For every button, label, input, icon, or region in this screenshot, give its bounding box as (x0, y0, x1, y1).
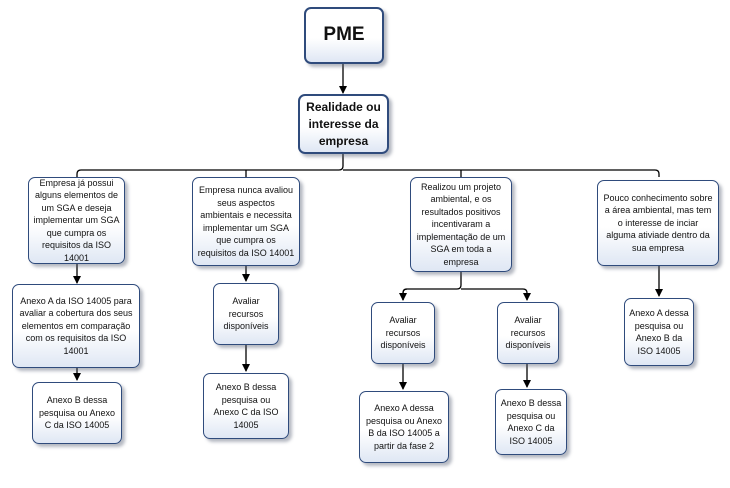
node-anexo-a-fase2: Anexo A dessa pesquisa ou Anexo B da ISO… (359, 391, 449, 463)
node-realizou-projeto: Realizou um projeto ambiental, e os resu… (410, 177, 512, 272)
node-avaliar-recursos-c3a: Avaliar recursos disponíveis (371, 302, 435, 364)
edge-c3-split (402, 272, 527, 300)
node-anexo-b-c2: Anexo B dessa pesquisa ou Anexo C da ISO… (203, 373, 289, 439)
node-anexo-a-fase2-label: Anexo A dessa pesquisa ou Anexo B da ISO… (365, 403, 443, 451)
node-realidade: Realidade ou interesse da empresa (298, 94, 389, 154)
node-empresa-ja-possui-label: Empresa já possui alguns elementos de um… (33, 177, 120, 263)
node-pouco-conhecimento: Pouco conhecimento sobre a área ambienta… (597, 180, 719, 266)
node-anexo-b-c1: Anexo B dessa pesquisa ou Anexo C da ISO… (32, 382, 122, 444)
node-empresa-ja-possui: Empresa já possui alguns elementos de um… (28, 177, 125, 264)
node-pme-label: PME (323, 24, 365, 46)
node-empresa-nunca-avaliou-label: Empresa nunca avaliou seus aspectos ambi… (197, 185, 295, 258)
node-anexo-b-c1-label: Anexo B dessa pesquisa ou Anexo C da ISO… (38, 395, 116, 431)
node-avaliar-recursos-c2: Avaliar recursos disponíveis (213, 283, 279, 345)
node-avaliar-recursos-c3b: Avaliar recursos disponíveis (497, 302, 559, 364)
node-anexo-b-c2-label: Anexo B dessa pesquisa ou Anexo C da ISO… (213, 382, 279, 430)
node-anexo-a-c4-label: Anexo A dessa pesquisa ou Anexo B da ISO… (629, 308, 689, 356)
node-anexo-b-c3-label: Anexo B dessa pesquisa ou Anexo C da ISO… (500, 398, 562, 446)
edge-realidade-branches (76, 154, 660, 177)
node-pouco-conhecimento-label: Pouco conhecimento sobre a área ambienta… (603, 192, 713, 253)
node-anexo-b-c3: Anexo B dessa pesquisa ou Anexo C da ISO… (495, 389, 567, 455)
node-avaliar-recursos-c3a-label: Avaliar recursos disponíveis (380, 315, 426, 351)
node-anexo-a-iso14005: Anexo A da ISO 14005 para avaliar a cobe… (12, 284, 140, 368)
node-avaliar-recursos-c3b-label: Avaliar recursos disponíveis (505, 315, 551, 351)
node-anexo-a-iso14005-label: Anexo A da ISO 14005 para avaliar a cobe… (19, 295, 133, 356)
node-empresa-nunca-avaliou: Empresa nunca avaliou seus aspectos ambi… (192, 177, 300, 266)
node-anexo-a-c4: Anexo A dessa pesquisa ou Anexo B da ISO… (624, 298, 694, 366)
node-realizou-projeto-label: Realizou um projeto ambiental, e os resu… (416, 181, 506, 267)
node-avaliar-recursos-c2-label: Avaliar recursos disponíveis (223, 296, 269, 332)
node-pme: PME (304, 7, 384, 64)
node-realidade-label: Realidade ou interesse da empresa (306, 99, 381, 148)
